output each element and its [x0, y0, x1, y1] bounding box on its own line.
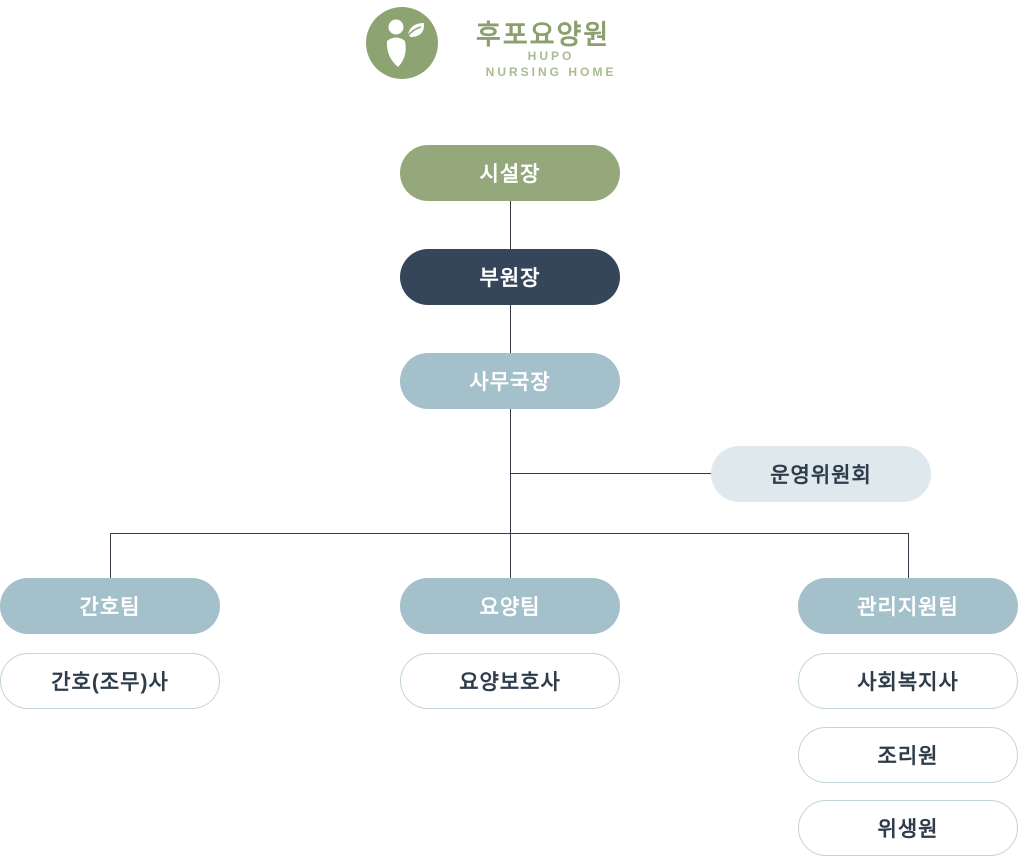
node-office-manager: 사무국장	[400, 353, 620, 409]
connector-right-stub	[908, 533, 909, 578]
brand-subtitle: HUPO NURSING HOME	[476, 48, 626, 80]
node-cook: 조리원	[798, 727, 1018, 783]
connector-branch-horizontal	[110, 533, 908, 534]
node-vice-director: 부원장	[400, 249, 620, 305]
connector-left-stub	[110, 533, 111, 578]
node-facility-director: 시설장	[400, 145, 620, 201]
node-nurse: 간호(조무)사	[0, 653, 220, 709]
node-social-worker: 사회복지사	[798, 653, 1018, 709]
connector-committee-horizontal	[510, 473, 713, 474]
node-care-team: 요양팀	[400, 578, 620, 634]
brand-subtitle-line1: HUPO	[527, 49, 575, 63]
brand-subtitle-line2: NURSING HOME	[485, 65, 617, 79]
node-operating-committee: 운영위원회	[711, 446, 931, 502]
brand-title: 후포요양원	[476, 20, 611, 50]
node-nursing-team: 간호팀	[0, 578, 220, 634]
node-support-team: 관리지원팀	[798, 578, 1018, 634]
nursing-home-logo-icon	[366, 7, 438, 79]
node-sanitation-worker: 위생원	[798, 800, 1018, 856]
node-caregiver: 요양보호사	[400, 653, 620, 709]
